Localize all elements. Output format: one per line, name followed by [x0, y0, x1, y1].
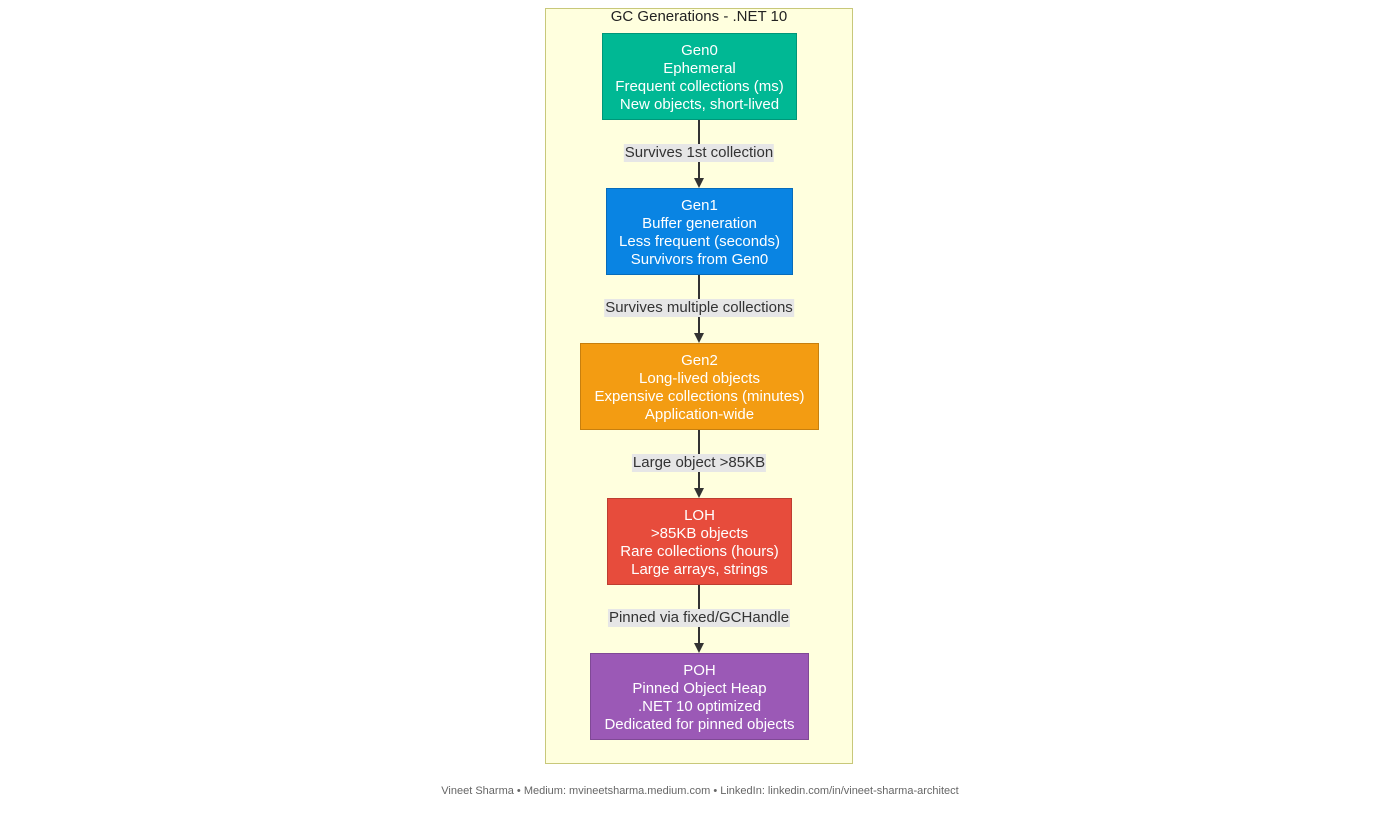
node-loh-line-4: Large arrays, strings — [631, 561, 768, 578]
edge-label-gen0-gen1: Survives 1st collection — [623, 144, 775, 162]
edge-label-loh-poh: Pinned via fixed/GCHandle — [607, 609, 791, 627]
group-title: GC Generations - .NET 10 — [610, 8, 788, 25]
node-gen1-line-1: Gen1 — [681, 197, 718, 214]
node-gen2: Gen2 Long-lived objects Expensive collec… — [580, 343, 819, 430]
node-gen0-line-1: Gen0 — [681, 42, 718, 59]
node-gen1-line-2: Buffer generation — [642, 215, 757, 232]
node-gen2-line-4: Application-wide — [644, 406, 755, 423]
node-gen0-line-4: New objects, short-lived — [619, 96, 780, 113]
node-gen2-line-2: Long-lived objects — [639, 370, 760, 387]
node-gen0-line-2: Ephemeral — [663, 60, 736, 77]
edge-label-gen2-loh: Large object >85KB — [631, 454, 767, 472]
node-gen0-line-3: Frequent collections (ms) — [615, 78, 784, 95]
node-poh: POH Pinned Object Heap .NET 10 optimized… — [590, 653, 809, 740]
node-loh-line-1: LOH — [684, 507, 715, 524]
edge-label-gen1-gen2: Survives multiple collections — [604, 299, 794, 317]
footer-credits: Vineet Sharma • Medium: mvineetsharma.me… — [441, 785, 959, 797]
node-loh-line-3: Rare collections (hours) — [620, 543, 779, 560]
node-poh-line-4: Dedicated for pinned objects — [604, 716, 795, 733]
node-gen1: Gen1 Buffer generation Less frequent (se… — [606, 188, 793, 275]
node-gen2-line-1: Gen2 — [681, 352, 718, 369]
node-loh: LOH >85KB objects Rare collections (hour… — [607, 498, 792, 585]
node-gen1-line-4: Survivors from Gen0 — [630, 251, 769, 268]
node-loh-line-2: >85KB objects — [650, 525, 749, 542]
node-poh-line-1: POH — [683, 662, 716, 679]
node-gen0: Gen0 Ephemeral Frequent collections (ms)… — [602, 33, 797, 120]
node-gen2-line-3: Expensive collections (minutes) — [594, 388, 805, 405]
node-poh-line-3: .NET 10 optimized — [637, 698, 762, 715]
node-poh-line-2: Pinned Object Heap — [632, 680, 767, 697]
node-gen1-line-3: Less frequent (seconds) — [619, 233, 780, 250]
